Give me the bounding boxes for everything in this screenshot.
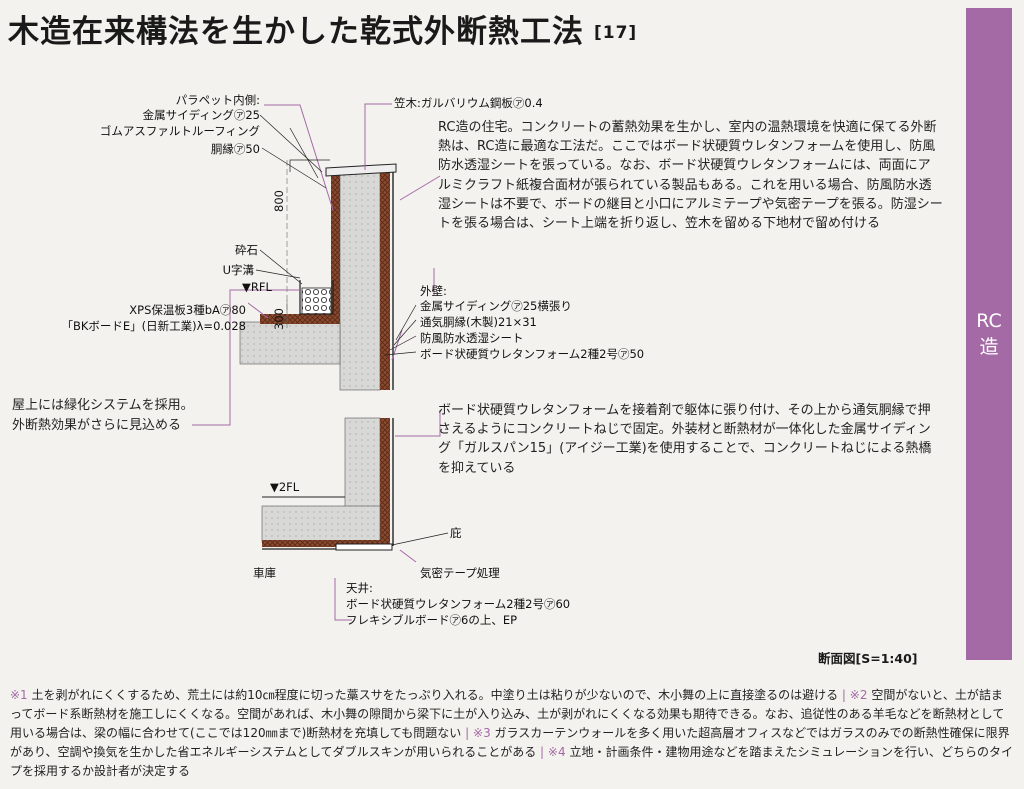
drawing-scale: 断面図[S=1:40] bbox=[818, 651, 918, 666]
label-wall-2: 金属サイディング㋐25横張り bbox=[420, 299, 572, 313]
label-wall-1: 外壁: bbox=[420, 284, 447, 298]
leader-lines bbox=[192, 103, 441, 621]
footnote-separator: | bbox=[540, 745, 545, 759]
label-xps-2: 「BKボードE」(日新工業)λ=0.028 bbox=[61, 319, 246, 333]
label-shako: 車庫 bbox=[253, 566, 276, 580]
footnote-marker-4: ※4 bbox=[547, 745, 566, 759]
eave-hisashi bbox=[335, 543, 393, 551]
label-hisashi: 庇 bbox=[450, 526, 462, 540]
label-parapet-2: 金属サイディング㋐25 bbox=[142, 108, 260, 122]
label-saiseki: 砕石 bbox=[235, 243, 258, 257]
footnote-marker-3: ※3 bbox=[473, 726, 491, 740]
wall-insulation-lower bbox=[380, 418, 390, 546]
page-title: 木造在来構法を生かした乾式外断熱工法 [17] bbox=[8, 6, 637, 51]
footnote-text-2: 空間がないと、土が詰まってボード系断熱材を施工しにくくなる。空間があれば、木小舞… bbox=[10, 688, 1005, 740]
leader-lines-black bbox=[255, 114, 449, 546]
coping-kasagi bbox=[325, 163, 397, 177]
footnote-separator: | bbox=[841, 688, 846, 702]
label-dim-800: 800 bbox=[272, 190, 286, 212]
category-tab: RC 造 bbox=[966, 8, 1012, 660]
footnote-text-1: 土を剥がれにくくするため、荒土には約10㎝程度に切った藁スサをたっぷり入れる。中… bbox=[31, 688, 839, 702]
2f-slab bbox=[261, 505, 381, 543]
label-parapet-4: 胴縁㋐50 bbox=[210, 142, 260, 156]
footnote-marker-2: ※2 bbox=[849, 688, 868, 702]
roof-slab bbox=[239, 321, 341, 365]
gravel bbox=[301, 287, 332, 315]
description-paragraph-1: RC造の住宅。コンクリートの蓄熱効果を生かし、室内の温熱環境を快適に保てる外断熱… bbox=[438, 120, 943, 232]
parapet-inner-insulation bbox=[331, 170, 340, 320]
wall-insulation-upper bbox=[380, 168, 390, 390]
label-u-ditch: U字溝 bbox=[222, 263, 254, 277]
description-paragraph-3: 屋上には緑化システムを採用。外断熱効果がさらに見込める bbox=[12, 398, 194, 433]
label-wall-5: ボード状硬質ウレタンフォーム2種2号㋐50 bbox=[420, 347, 645, 361]
footnotes: ※1 土を剥がれにくくするため、荒土には約10㎝程度に切った藁スサをたっぷり入れ… bbox=[10, 686, 1014, 781]
category-tab-line2: 造 bbox=[979, 336, 999, 358]
label-parapet-1: パラペット内側: bbox=[175, 93, 260, 107]
footnote-text-3: ガラスカーテンウォールを多く用いた超高層オフィスなどではガラスのみでの断熱性確保… bbox=[10, 726, 1010, 759]
label-ceiling-1: 天井: bbox=[346, 581, 373, 595]
u-ditch-shape bbox=[299, 280, 334, 315]
ceiling-insulation bbox=[262, 540, 390, 547]
label-parapet-3: ゴムアスファルトルーフィング bbox=[99, 124, 260, 138]
label-kasagi: 笠木:ガルバリウム鋼板㋐0.4 bbox=[394, 96, 543, 110]
title-text: 木造在来構法を生かした乾式外断熱工法 bbox=[8, 14, 584, 50]
label-2fl: ▼2FL bbox=[270, 480, 300, 494]
label-ceiling-3: フレキシブルボード㋐6の上、EP bbox=[346, 613, 518, 627]
footnote-marker-1: ※1 bbox=[10, 688, 28, 702]
footnote-separator: | bbox=[465, 726, 470, 740]
label-ceiling-2: ボード状硬質ウレタンフォーム2種2号㋐60 bbox=[346, 597, 571, 611]
label-wall-4: 防風防水透湿シート bbox=[420, 331, 524, 345]
roof-insulation bbox=[260, 314, 340, 324]
article-number: [17] bbox=[594, 23, 638, 43]
description-paragraph-2: ボード状硬質ウレタンフォームを接着剤で躯体に張り付け、その上から通気胴縁で押さえ… bbox=[438, 403, 932, 476]
label-rfl: ▼RFL bbox=[242, 280, 272, 294]
label-wall-3: 通気胴縁(木製)21×31 bbox=[420, 315, 537, 329]
category-tab-line1: RC bbox=[976, 310, 1002, 332]
label-xps-1: XPS保温板3種bA㋐80 bbox=[129, 303, 246, 317]
label-kimitsu: 気密テープ処理 bbox=[420, 566, 500, 580]
footnote-text-4: 立地・計画条件・建物用途などを踏まえたシミュレーションを行い、どちらのタイプを採… bbox=[10, 745, 1013, 778]
label-dim-300: 300 bbox=[272, 308, 286, 330]
parapet-concrete bbox=[339, 167, 381, 391]
